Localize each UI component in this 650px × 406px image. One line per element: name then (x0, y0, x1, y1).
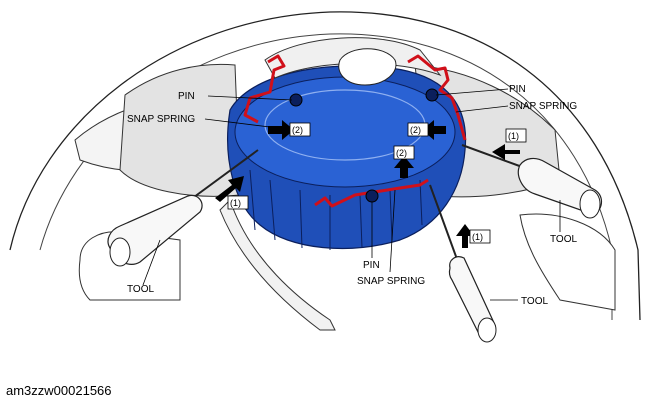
label-snap-spring-right: SNAP SPRING (509, 101, 577, 112)
leader-lines (142, 88, 561, 301)
tool-bottom (429, 184, 497, 343)
arrow-step1-left (215, 176, 244, 202)
snap-spring-left (243, 54, 286, 124)
pin-bottom (365, 189, 379, 203)
callout-step1-bottom: (1) (472, 232, 483, 242)
label-tool-bottom: TOOL (521, 296, 548, 307)
label-snap-spring-bottom: SNAP SPRING (357, 276, 425, 287)
label-tool-right: TOOL (550, 234, 577, 245)
arrow-step1-right (492, 144, 520, 160)
center-emblem (338, 48, 397, 86)
label-tool-left: TOOL (127, 284, 154, 295)
arrow-step1-bottom (456, 224, 474, 248)
module-ribs (249, 169, 423, 250)
callout-step1-right: (1) (508, 131, 519, 141)
arrow-step2-bottom (394, 156, 414, 178)
tool-left (107, 149, 259, 267)
callout-step2-bottom: (2) (396, 148, 407, 158)
figure-code: am3zzw00021566 (6, 383, 112, 398)
lower-hub (219, 199, 336, 331)
callout-step2-left: (2) (292, 125, 303, 135)
right-lower-spoke (519, 213, 616, 311)
label-pin-bottom: PIN (363, 260, 380, 271)
snap-spring-bottom (314, 178, 429, 208)
snap-spring-right (407, 54, 467, 141)
label-pin-left: PIN (178, 91, 195, 102)
callout-step1-left: (1) (230, 198, 241, 208)
steering-wheel-rim (9, 11, 641, 321)
label-snap-spring-left: SNAP SPRING (127, 114, 195, 125)
callout-step2-right: (2) (410, 125, 421, 135)
label-pin-right: PIN (509, 84, 526, 95)
tool-right (461, 144, 602, 219)
arrow-step2-left (268, 120, 294, 140)
